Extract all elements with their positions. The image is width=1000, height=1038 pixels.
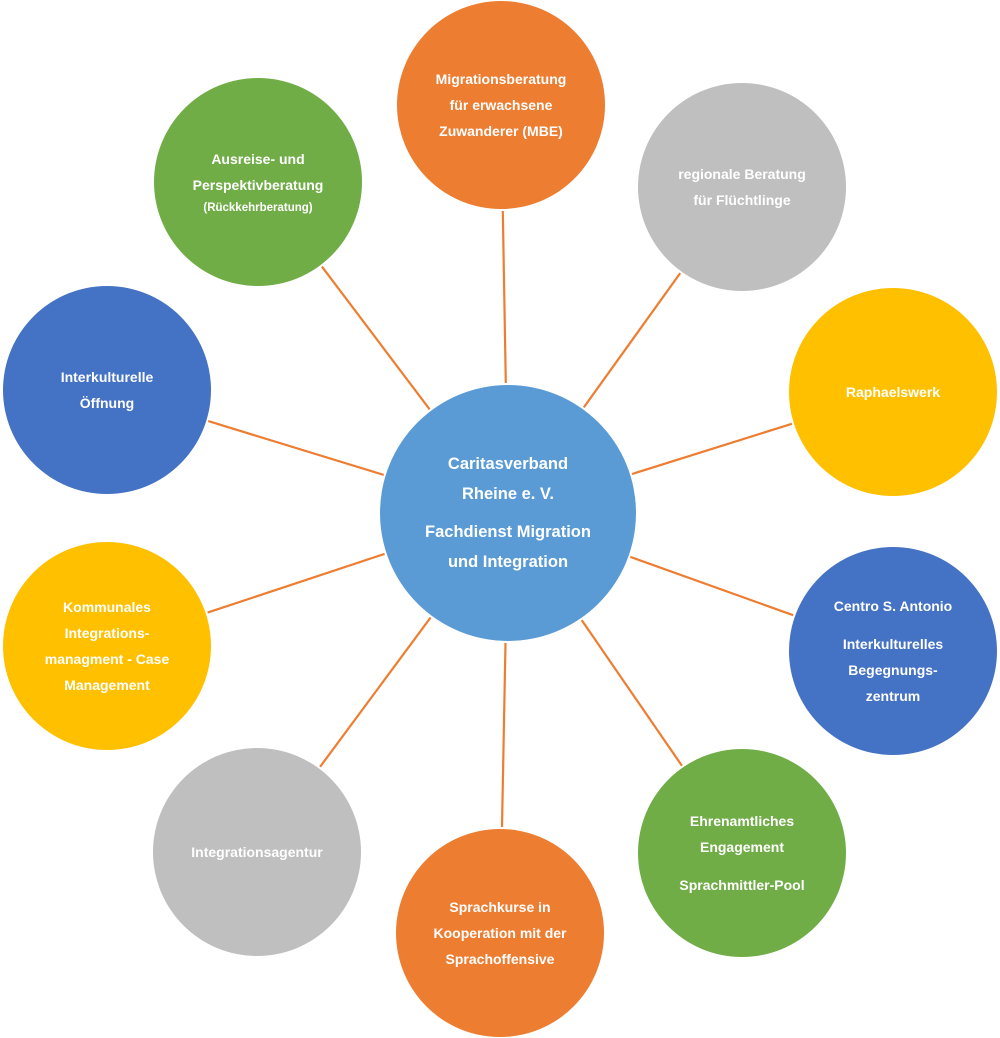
node-label-line: managment - Case [44,651,170,667]
node-label-line: und Integration [447,553,569,571]
node-label-line: (Rückkehrberatung) [203,202,313,214]
node-label-line: Begegnungs- [848,662,938,678]
connector-mbe [501,210,507,384]
node-label-line: regionale Beratung [678,166,806,182]
node-label-line: Perspektivberatung [192,177,324,193]
node-label-line: Ehrenamtliches [689,813,795,829]
connector-fluechtlinge [582,272,682,409]
node-label-line: Öffnung [79,395,135,411]
node-label-line: Ausreise- und [211,151,305,167]
connector-antonio [630,555,794,617]
node-label-line: Migrationsberatung [435,71,567,87]
node-label-line: Zuwanderer (MBE) [439,123,563,139]
node-label-line: Engagement [699,839,784,855]
node-raphaelswerk: Raphaelswerk [789,288,997,496]
node-label-line: Integrationsagentur [191,844,323,860]
node-label-line: für Flüchtlinge [693,192,791,208]
node-label-line: Interkulturelles [842,636,944,652]
node-label-line: für erwachsene [449,97,553,113]
node-label-line: Sprachkurse in [449,899,551,915]
connector-kommunales [207,552,385,614]
node-label-line: Sprachmittler-Pool [679,877,805,893]
node-label-line: Kooperation mit der [433,925,567,941]
connector-ehrenamt [580,619,683,767]
node-integrationsagentur: Integrationsagentur [153,748,361,956]
connector-sprachkurse [500,642,507,828]
node-label-line: Kommunales [63,599,151,615]
node-regionale-beratung: regionale Beratung für Flüchtlinge [638,83,846,291]
node-label-line: Centro S. Antonio [833,598,953,614]
node-label-line: Interkulturelle [60,369,154,385]
node-label-line: Integrations- [64,625,150,641]
node-label-line: zentrum [865,688,921,704]
connector-integrationsagentur [319,616,432,768]
node-label-line: Raphaelswerk [845,384,941,400]
connector-ausreise [321,265,431,410]
connector-interkulturelle [207,420,385,476]
node-label-line: Sprachoffensive [445,951,555,967]
connector-raphaelswerk [631,422,793,476]
node-label-line: Caritasverband [447,455,569,473]
node-label-line: Management [64,677,150,693]
node-label-line: Rheine e. V. [461,485,554,503]
node-label-line: Fachdienst Migration [425,523,591,541]
